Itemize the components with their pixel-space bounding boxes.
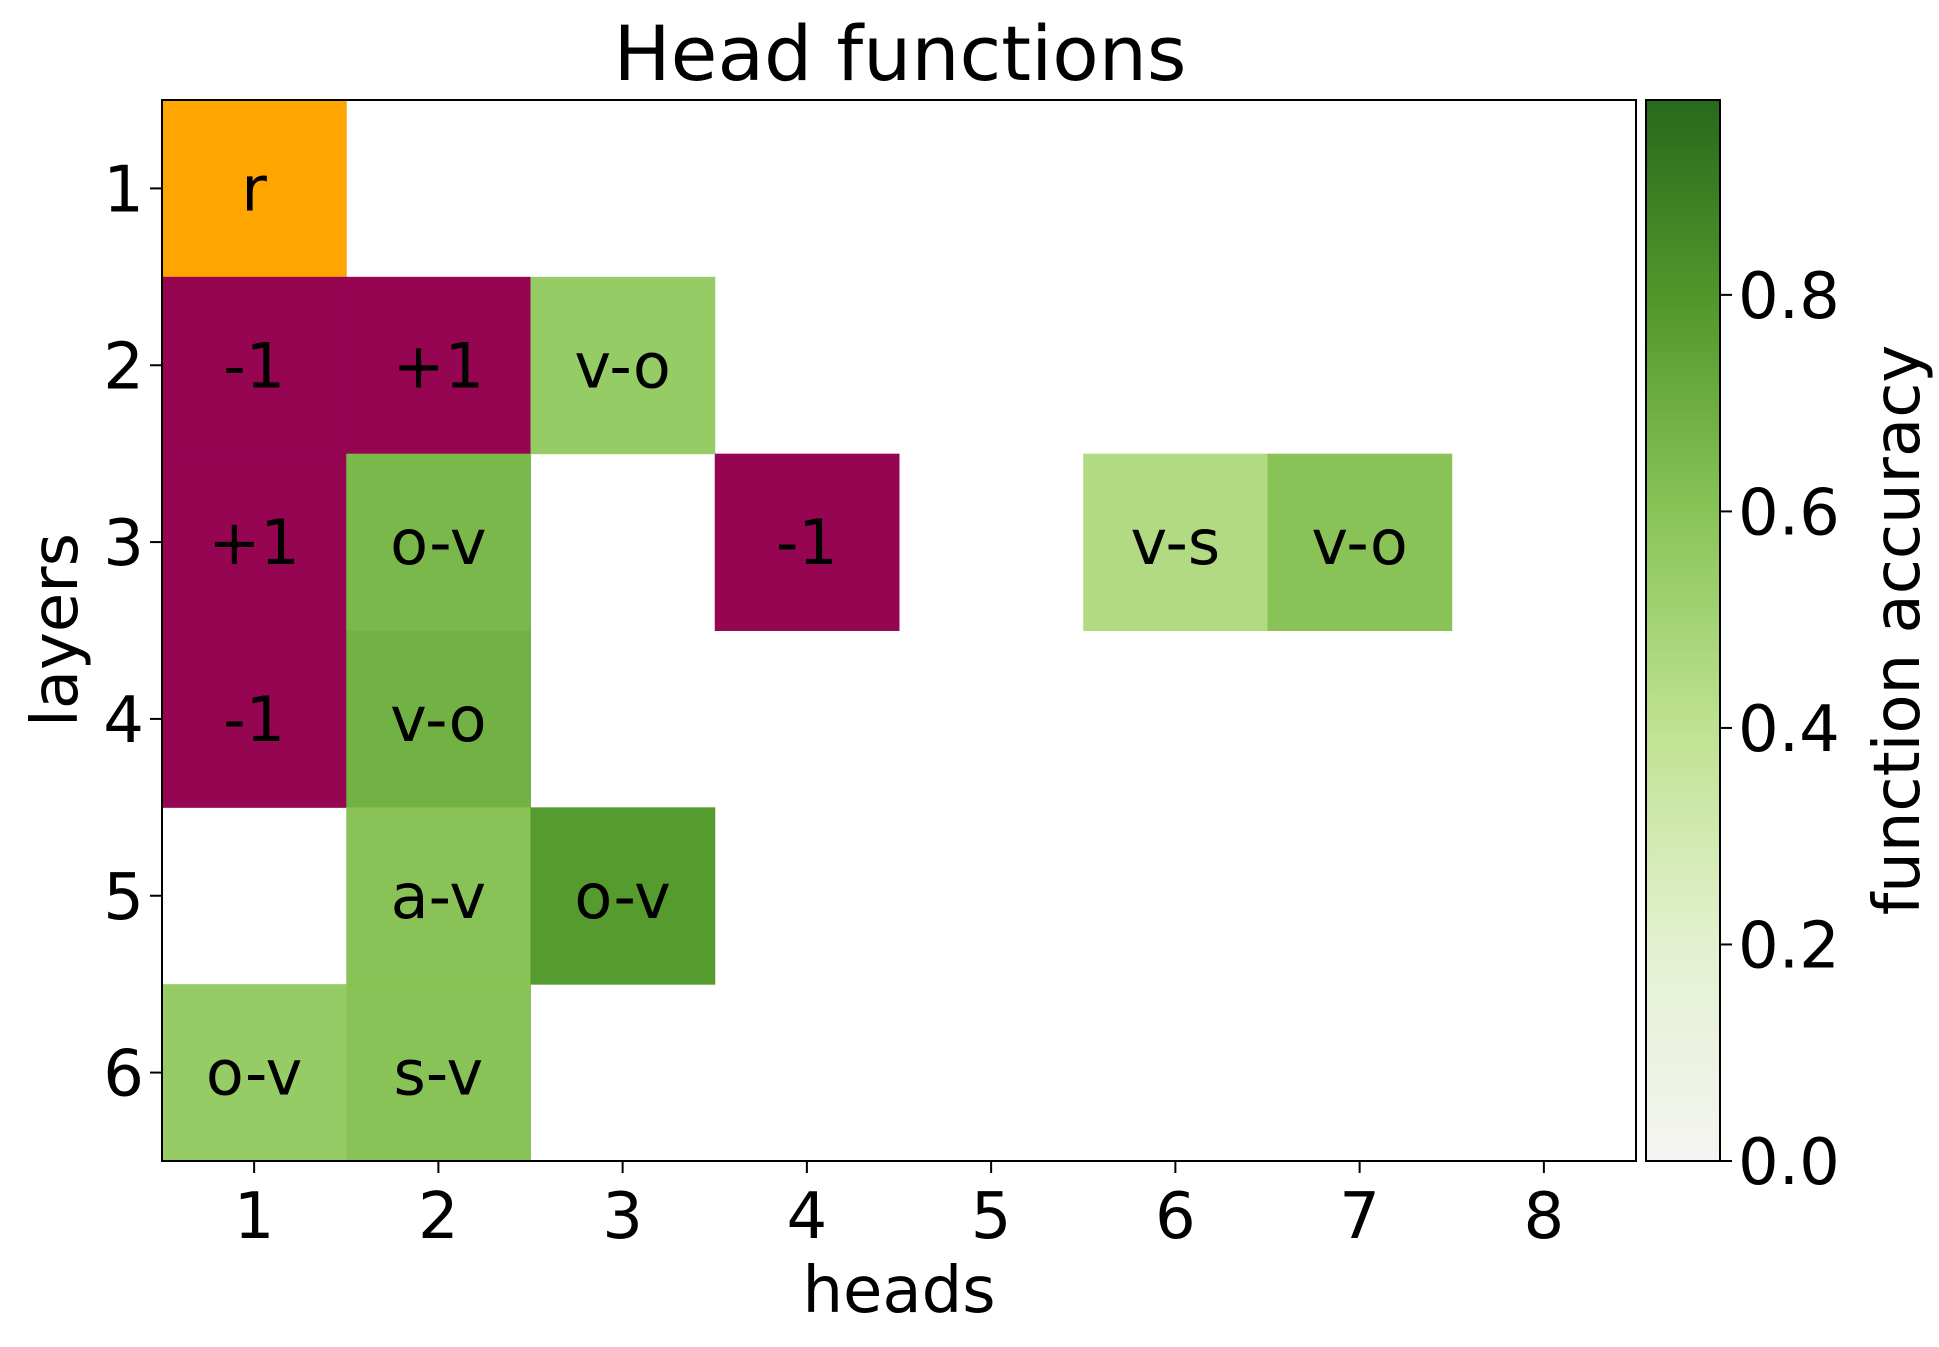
x-tick-label: 8 [1524,1180,1565,1254]
colorbar-frame [1645,99,1721,1162]
heatmap-cell [346,630,531,808]
y-tick-label: 2 [103,330,144,404]
heatmap-cell [162,453,347,631]
y-tick-label: 6 [103,1038,144,1112]
cell-label: v-o [390,683,486,756]
cell-label: +1 [208,506,299,579]
heatmap-cell [346,276,531,455]
cell-label: -1 [776,506,838,579]
cell-label: r [241,152,267,225]
heatmap-cell [530,276,716,455]
y-tick-label: 4 [103,684,144,758]
heatmap-cell [162,630,347,808]
cell-label: +1 [393,329,484,402]
x-tick-label: 5 [971,1180,1012,1254]
cell-label: a-v [391,860,486,933]
cell-label: -1 [223,683,285,756]
heatmap-cell [162,984,347,1162]
x-tick-label: 1 [234,1180,275,1254]
x-tick-label: 2 [418,1180,459,1254]
x-tick-label: 4 [787,1180,828,1254]
heatmap-cell [346,984,531,1162]
colorbar-label: function accuracy [1861,345,1935,916]
cell-label: o-v [206,1037,302,1110]
plot-frame [161,99,1637,1162]
heatmap-cell [1083,453,1268,631]
y-tick-label: 5 [103,861,144,935]
colorbar-gradient [1646,100,1720,1161]
heatmap-cell [346,807,531,985]
cell-label: v-o [574,329,670,402]
x-tick-label: 3 [602,1180,643,1254]
cell-label: v-s [1131,506,1221,579]
heatmap-cell [714,453,900,631]
chart-title: Head functions [614,9,1187,98]
x-axis-ticks: 1 2 3 4 5 6 7 8 [234,1161,1564,1254]
cell-label: -1 [223,329,285,402]
heatmap-cell [530,807,716,985]
heatmap-cell [162,100,347,278]
heatmap-cell [346,453,531,631]
x-tick-label: 7 [1339,1180,1380,1254]
cell-label: o-v [574,860,670,933]
cell-label: o-v [390,506,486,579]
heatmap-cells: r -1 +1 v-o +1 o-v -1 v-s v-o -1 v-o a-v o-v o-v s-v [162,100,1453,1162]
y-tick-label: 3 [103,507,144,581]
cell-label: s-v [394,1037,484,1110]
cell-label: v-o [1311,506,1407,579]
heatmap-cell [162,276,347,455]
y-axis-label: layers [19,533,93,727]
colorbar-tick-label: 0.8 [1738,260,1840,334]
y-tick-label: 1 [103,153,144,227]
colorbar-tick-label: 0.2 [1738,909,1840,983]
colorbar-ticks: 0.0 0.2 0.4 0.6 0.8 [1720,260,1840,1200]
colorbar-tick-label: 0.0 [1738,1126,1840,1200]
y-axis-ticks: 1 2 3 4 5 6 [103,153,162,1112]
heatmap-cell [1267,453,1453,631]
x-tick-label: 6 [1155,1180,1196,1254]
x-axis-label: heads [802,1254,995,1328]
colorbar-tick-label: 0.4 [1738,693,1840,767]
colorbar-tick-label: 0.6 [1738,476,1840,550]
